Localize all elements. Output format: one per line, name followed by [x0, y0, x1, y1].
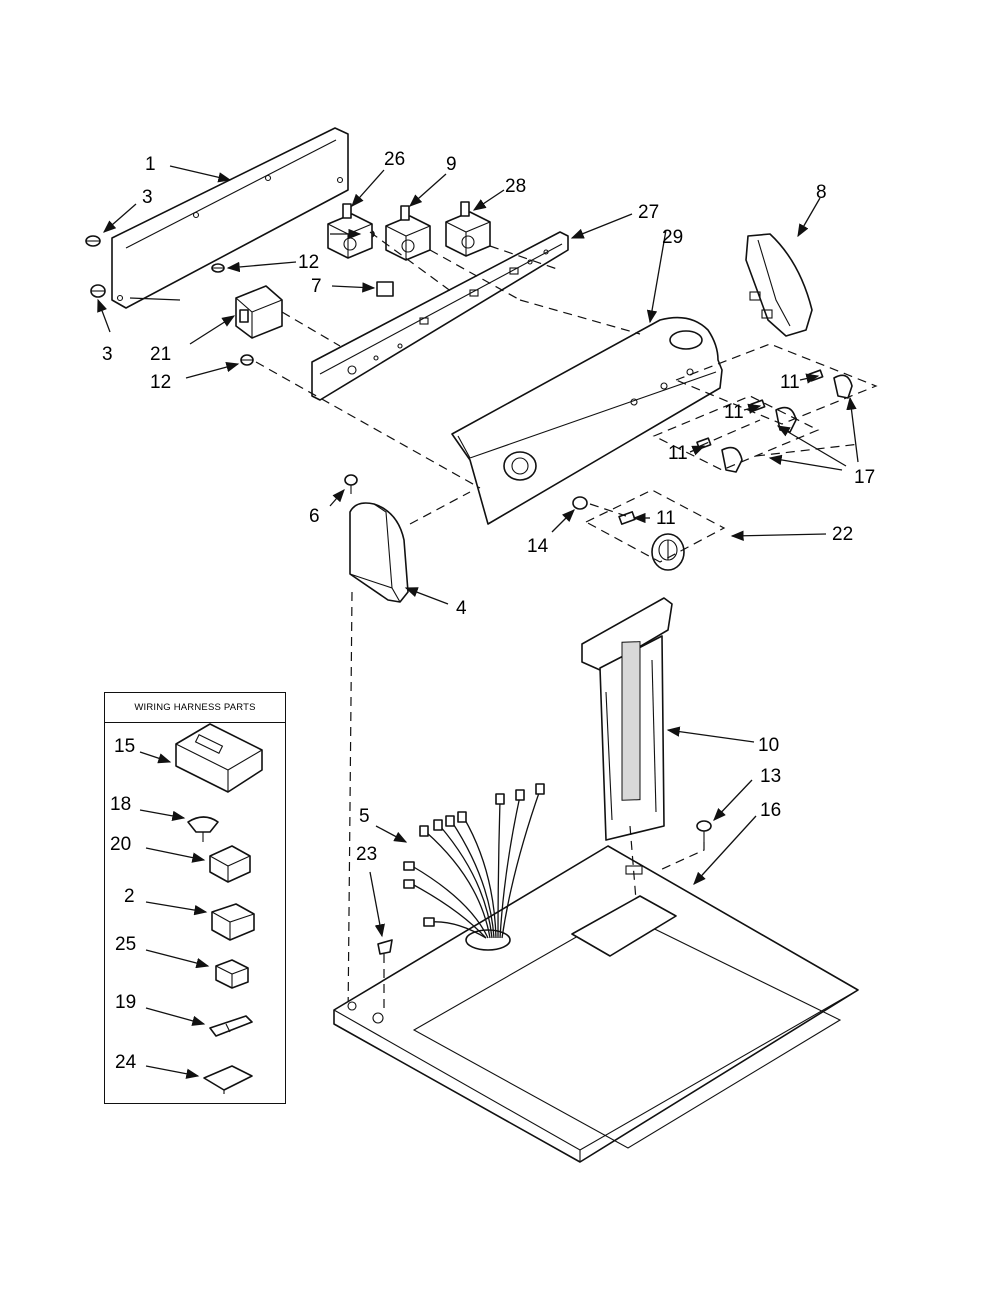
callout-22: 22 [832, 524, 853, 545]
part-5-wiring-harness [403, 783, 545, 939]
part-27-mounting-plate [311, 231, 569, 401]
part-11-spring-lower [696, 437, 712, 450]
part-14-nut [572, 496, 588, 510]
part-21-timer [235, 285, 283, 339]
part-3-screw-upper [85, 235, 101, 247]
part-16-top-panel [333, 845, 859, 1163]
callout-5: 5 [359, 806, 370, 827]
legend-title: WIRING HARNESS PARTS [105, 693, 285, 723]
part-8-end-cap [745, 233, 813, 337]
part-6-screw [344, 474, 358, 494]
callout-2: 2 [124, 886, 135, 907]
callout-16: 16 [760, 800, 781, 821]
part-28-switch [445, 201, 491, 257]
callout-25: 25 [115, 934, 136, 955]
part-25-connector [215, 959, 249, 989]
callout-24: 24 [115, 1052, 137, 1073]
part-18-clip [187, 816, 219, 842]
callout-14: 14 [527, 536, 549, 557]
part-3-screw-lower [90, 284, 106, 298]
callout-18: 18 [110, 794, 131, 815]
part-15-connector-block [175, 723, 263, 793]
wiring-harness-legend: WIRING HARNESS PARTS [104, 692, 286, 1104]
callout-15: 15 [114, 736, 135, 757]
guide-screw-to-top [659, 842, 705, 871]
callout-3-lower: 3 [102, 344, 113, 365]
callout-21: 21 [150, 344, 171, 365]
callout-4: 4 [456, 598, 467, 619]
part-17-knob-upper [833, 374, 853, 399]
part-26-switch [327, 203, 373, 259]
callout-19: 19 [115, 992, 136, 1013]
part-13-screw [696, 820, 712, 842]
part-20-connector [209, 845, 251, 883]
callout-17: 17 [854, 467, 875, 488]
part-1-rear-bracket [111, 127, 349, 309]
callout-29: 29 [662, 227, 683, 248]
callout-26: 26 [384, 149, 405, 170]
part-4-side-cap [349, 502, 409, 603]
callout-27: 27 [638, 202, 659, 223]
callout-10: 10 [758, 735, 779, 756]
part-7-clip [376, 281, 394, 297]
part-10-lint-duct [581, 597, 673, 841]
callout-6: 6 [309, 506, 320, 527]
part-19-terminal [209, 1015, 253, 1037]
part-11-spring-upper [808, 369, 824, 382]
part-11-spring-mid [750, 399, 766, 412]
callout-7: 7 [311, 276, 322, 297]
callout-12-lower: 12 [150, 372, 171, 393]
callout-13: 13 [760, 766, 781, 787]
callout-3-upper: 3 [142, 187, 153, 208]
guide-duct-to-top [629, 825, 637, 901]
callout-20: 20 [110, 834, 131, 855]
callout-11-mid: 11 [724, 402, 744, 423]
callout-12-upper: 12 [298, 252, 319, 273]
callout-28: 28 [505, 176, 526, 197]
callout-1: 1 [145, 154, 156, 175]
part-29-console [451, 316, 723, 525]
callout-11-timer: 11 [656, 508, 676, 529]
callout-labels: 1 3 3 26 9 28 27 29 8 12 7 21 12 11 11 1… [102, 149, 875, 1073]
leader-lines [97, 165, 859, 1079]
part-22-timer-knob [651, 533, 685, 571]
guide-cap-to-top [347, 591, 353, 1021]
part-12-screw-upper [211, 263, 225, 273]
callout-23: 23 [356, 844, 377, 865]
part-11-spring-timer [618, 511, 636, 525]
part-24-insulator [203, 1065, 253, 1094]
part-17-knob-lower [721, 446, 743, 473]
part-23-clip [377, 939, 393, 1010]
part-9-switch [385, 205, 431, 261]
part-12-screw-lower [240, 354, 254, 366]
callout-11-upper: 11 [780, 372, 800, 393]
callout-8: 8 [816, 182, 827, 203]
callout-11-lower: 11 [668, 443, 688, 464]
callout-9: 9 [446, 154, 457, 175]
part-2-connector [211, 903, 255, 941]
assembly-guide-lines [255, 231, 878, 563]
